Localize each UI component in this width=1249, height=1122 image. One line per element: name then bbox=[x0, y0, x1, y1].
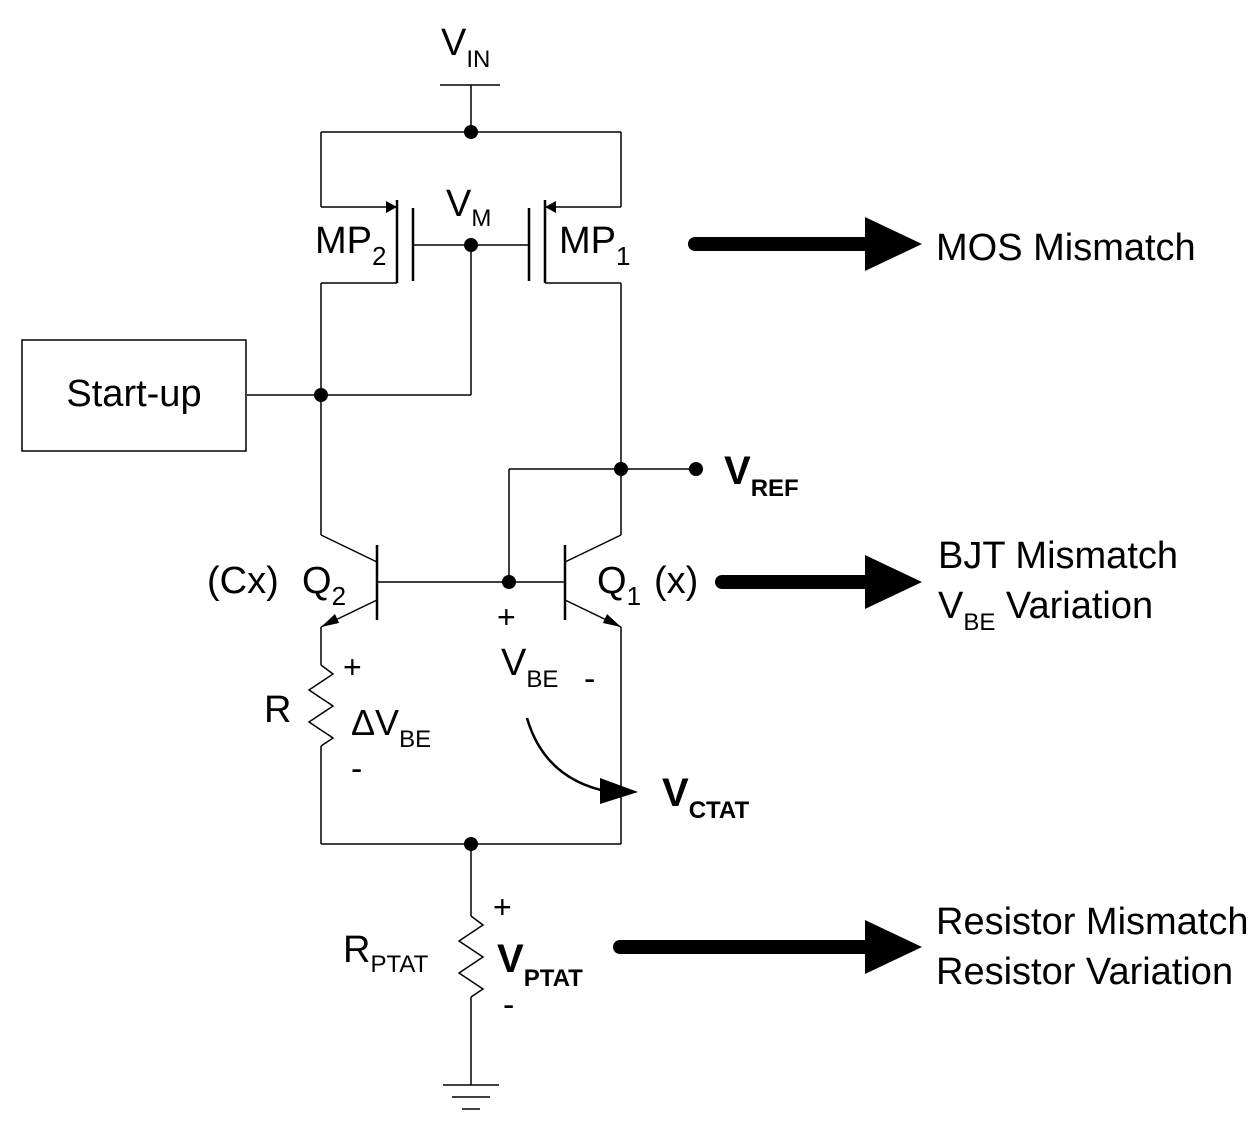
left-branch bbox=[247, 283, 471, 535]
q2-label: Q2 bbox=[302, 560, 346, 611]
top-rail bbox=[320, 125, 622, 207]
resistor-variation-label: Resistor Variation bbox=[936, 951, 1233, 993]
q2-transistor bbox=[320, 534, 565, 628]
vctat-curve-arrow bbox=[525, 717, 611, 794]
ground-symbol bbox=[443, 1084, 499, 1110]
right-branch bbox=[508, 283, 703, 582]
vctat-label: VCTAT bbox=[662, 771, 749, 824]
r-plus: + bbox=[343, 649, 362, 685]
vin-label: VIN bbox=[441, 22, 490, 73]
mos-arrow bbox=[688, 217, 922, 271]
vin-supply bbox=[440, 84, 500, 132]
mp2-label: MP2 bbox=[315, 220, 386, 271]
q1-transistor bbox=[563, 534, 622, 628]
rptat-label: RPTAT bbox=[343, 929, 429, 978]
rptat-resistor bbox=[457, 844, 485, 1085]
vbe-minus: - bbox=[584, 660, 595, 698]
startup-block bbox=[21, 339, 247, 452]
vptat-minus: - bbox=[503, 986, 514, 1024]
resistor-arrow bbox=[613, 920, 922, 974]
dvbe-label: ΔVBE bbox=[351, 702, 431, 753]
mp1-label: MP1 bbox=[559, 220, 630, 271]
vref-label: VREF bbox=[724, 449, 799, 502]
gate-node-vm bbox=[413, 238, 529, 395]
resistor-mismatch-label: Resistor Mismatch bbox=[936, 901, 1249, 943]
r-minus: - bbox=[351, 750, 362, 788]
startup-label: Start-up bbox=[66, 373, 201, 415]
cx-label: (Cx) bbox=[207, 560, 279, 602]
vm-label: VM bbox=[446, 183, 491, 232]
x-label: (x) bbox=[654, 560, 698, 602]
q1-label: Q1 bbox=[597, 560, 641, 611]
bjt-mismatch-label: BJT Mismatch bbox=[938, 535, 1178, 577]
bjt-arrow bbox=[715, 555, 922, 609]
vptat-label: VPTAT bbox=[497, 937, 583, 992]
r-label: R bbox=[264, 689, 291, 731]
vptat-plus: + bbox=[493, 889, 512, 925]
vbe-label: VBE bbox=[501, 642, 558, 693]
vbe-variation-label: VBE Variation bbox=[938, 585, 1153, 636]
vbe-plus: + bbox=[497, 599, 516, 635]
vctat-arrowhead bbox=[600, 778, 638, 804]
mos-mismatch-label: MOS Mismatch bbox=[936, 227, 1196, 269]
